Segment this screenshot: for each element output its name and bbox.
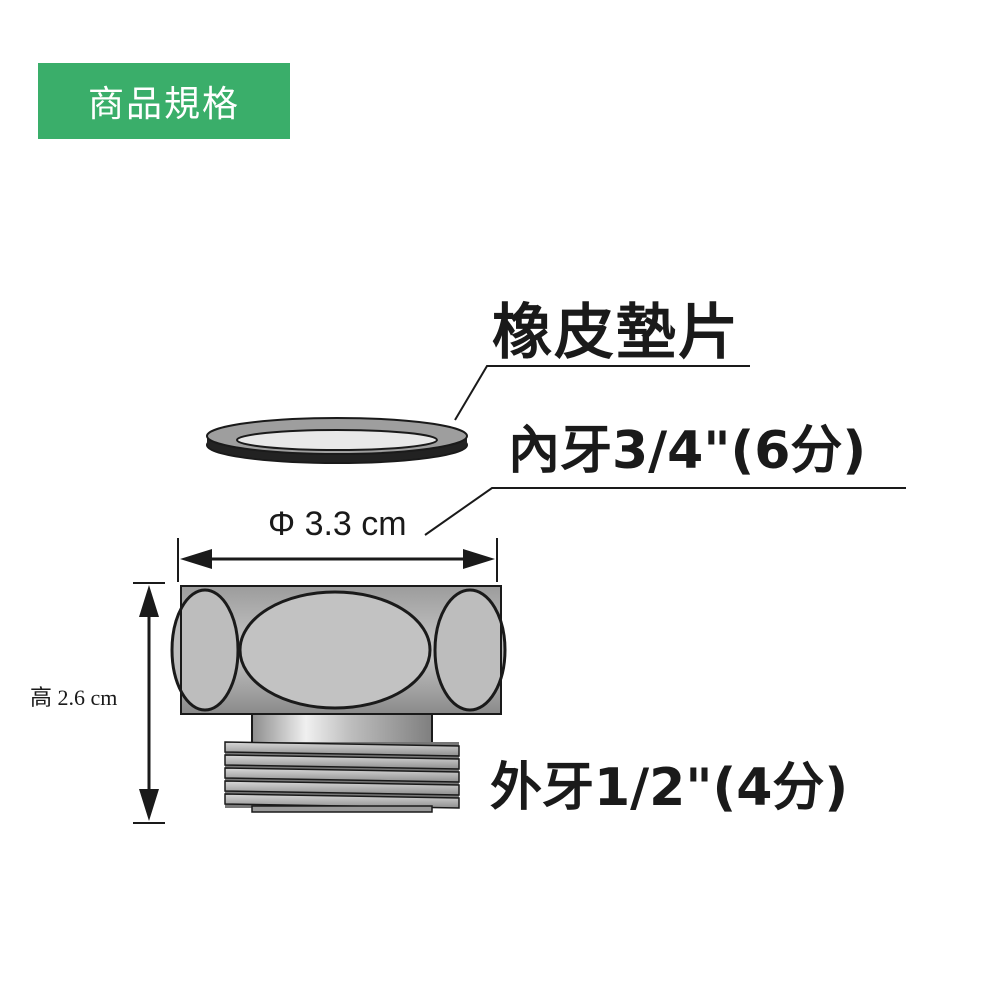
height-dimension — [133, 582, 165, 824]
fitting-neck — [251, 713, 433, 745]
male-thread — [224, 741, 460, 813]
spec-header-badge: 商品規格 — [38, 63, 290, 139]
spec-header-title: 商品規格 — [87, 84, 240, 125]
diameter-dimension — [177, 538, 498, 582]
hex-nut — [170, 585, 507, 715]
diameter-label: Φ 3.3 cm — [268, 505, 407, 543]
outer-thread-label: 外牙1/2"(4分) — [490, 758, 849, 818]
rubber-gasket — [206, 417, 468, 464]
inner-thread-leader-line — [424, 487, 906, 536]
inner-thread-label: 內牙3/4"(6分) — [508, 421, 867, 481]
gasket-label: 橡皮墊片 — [492, 298, 740, 368]
height-label: 高 2.6 cm — [30, 685, 118, 710]
gasket-leader-line — [454, 365, 750, 421]
